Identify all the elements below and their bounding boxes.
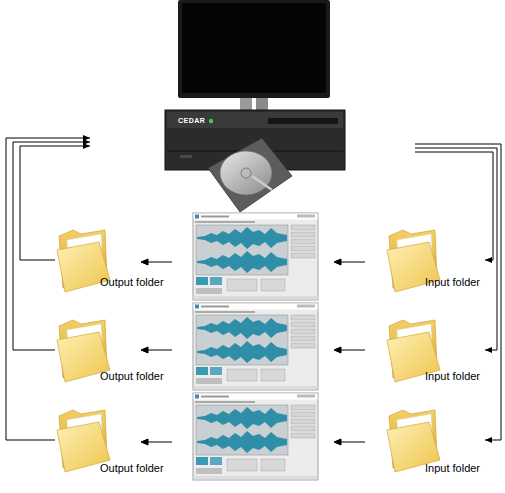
disk-spindle — [241, 168, 251, 178]
software-window — [193, 393, 318, 480]
flow-line — [145, 442, 172, 443]
connector — [415, 152, 493, 260]
brand-logo: CEDAR — [178, 117, 205, 124]
folder-label: Output folder — [100, 462, 164, 474]
hard-disk — [208, 138, 292, 212]
arrow-head — [334, 259, 341, 265]
input-folder: Input folder — [385, 318, 485, 382]
flow-line — [338, 442, 365, 443]
connector — [415, 144, 501, 440]
monitor-screen — [182, 3, 326, 93]
device-box: CEDAR — [90, 110, 415, 170]
arrow-head — [141, 259, 148, 265]
software-window — [193, 213, 318, 300]
connector — [20, 146, 90, 260]
arrow-head — [334, 439, 341, 445]
monitor — [178, 0, 330, 112]
software-window — [193, 303, 318, 390]
output-folder: Output folder — [55, 408, 167, 472]
disk-case — [208, 138, 292, 212]
disk-arm — [252, 176, 272, 190]
disk-platter — [220, 151, 272, 195]
folder-label: Input folder — [425, 462, 480, 474]
folder-label: Input folder — [425, 370, 480, 382]
rack-led — [180, 155, 192, 158]
connector — [13, 142, 90, 350]
flow-line — [145, 350, 172, 351]
monitor-bezel — [178, 0, 330, 98]
flow-line — [338, 262, 365, 263]
flow-line — [145, 262, 172, 263]
input-folder: Input folder — [385, 408, 485, 472]
output-folder: Output folder — [55, 318, 167, 382]
input-folder: Input folder — [385, 228, 485, 292]
arrow-head — [141, 347, 148, 353]
folder-label: Output folder — [100, 370, 164, 382]
arrow-head — [141, 439, 148, 445]
drive-slot — [268, 118, 338, 124]
arrow-head — [334, 347, 341, 353]
flow-arrows — [141, 259, 365, 445]
flow-line — [338, 350, 365, 351]
connector — [415, 148, 497, 350]
output-folder: Output folder — [55, 228, 167, 292]
connector — [6, 138, 90, 440]
logo-dot — [209, 119, 213, 123]
rack-panel — [167, 112, 343, 128]
folder-label: Output folder — [100, 276, 164, 288]
folder-label: Input folder — [425, 276, 480, 288]
